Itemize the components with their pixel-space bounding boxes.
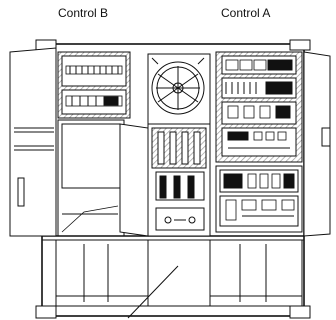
control-a-lower-board xyxy=(215,165,303,233)
left-lower-compartment xyxy=(57,119,149,237)
control-b-panel xyxy=(57,51,131,119)
right-door xyxy=(303,51,331,237)
center-breakers xyxy=(147,123,211,237)
control-a-label: Control A xyxy=(221,6,271,20)
fan-unit xyxy=(147,53,211,125)
control-b-label: Control B xyxy=(58,6,109,20)
control-a-panel xyxy=(215,51,303,163)
base-bay xyxy=(55,239,303,319)
left-door xyxy=(9,47,57,237)
